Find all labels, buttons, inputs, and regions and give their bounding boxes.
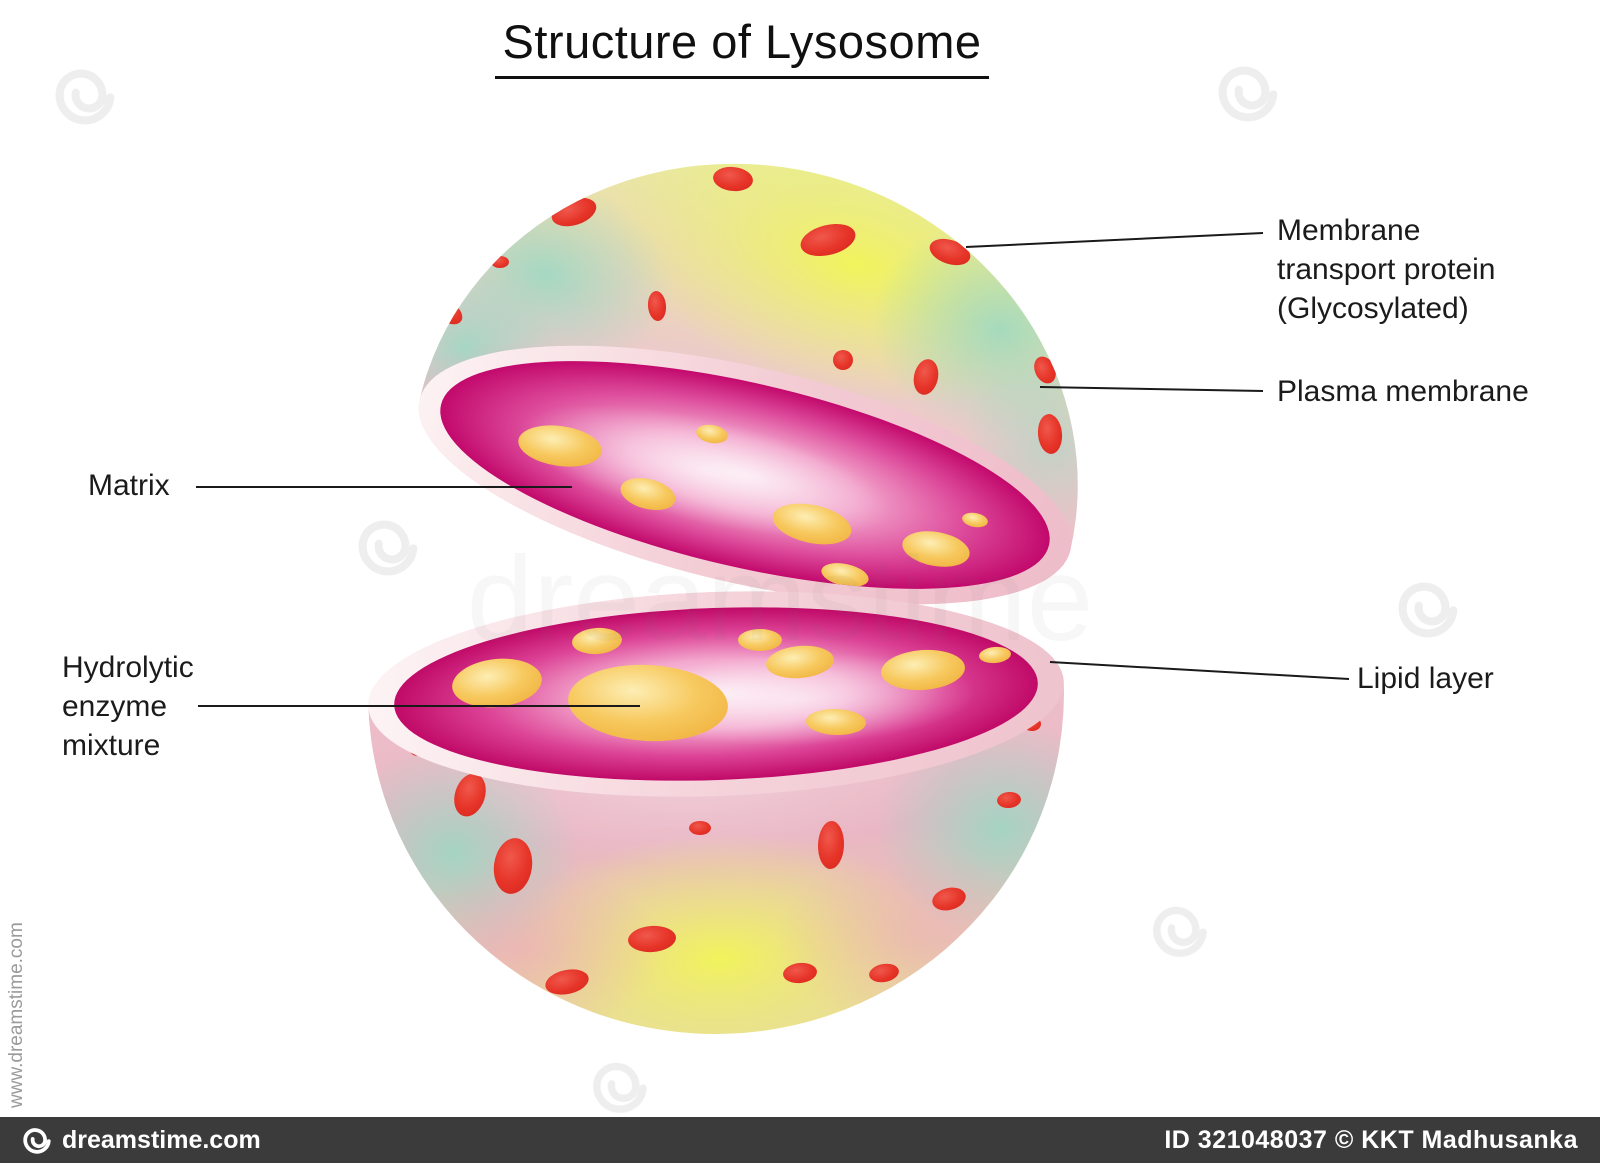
enzyme-blob <box>620 477 676 511</box>
brand-text: dreamstime.com <box>62 1125 261 1154</box>
protein-blob <box>713 166 753 192</box>
enzyme-blob <box>979 646 1011 664</box>
enzyme-blob-labeled <box>568 664 728 742</box>
membrane-proteins-upper <box>433 166 1063 454</box>
label-membrane-transport-protein: Membrane transport protein (Glycosylated… <box>1277 211 1495 328</box>
protein-blob <box>491 256 509 268</box>
label-hydrolytic-enzyme-mixture: Hydrolytic enzyme mixture <box>62 648 194 765</box>
enzyme-blob <box>772 503 852 545</box>
enzyme-blob <box>738 629 782 651</box>
enzyme-blob <box>766 645 834 679</box>
protein-blob <box>545 969 589 995</box>
stock-id-text: ID 321048037 © KKT Madhusanka <box>1164 1125 1578 1154</box>
protein-blob <box>454 773 486 817</box>
dreamstime-spiral-icon <box>60 74 111 121</box>
label-matrix: Matrix <box>88 469 170 502</box>
enzyme-blob <box>806 708 866 736</box>
dreamstime-spiral-icon <box>1157 910 1203 953</box>
protein-blob <box>869 963 899 983</box>
protein-blob <box>628 925 676 953</box>
leader-membrane-transport-protein <box>965 232 1264 248</box>
page-title: Structure of Lysosome <box>494 14 990 79</box>
title-wrap: Structure of Lysosome <box>0 14 1484 79</box>
label-lipid-layer: Lipid layer <box>1357 662 1494 695</box>
enzyme-blob <box>881 649 965 691</box>
brand-logo: dreamstime.com <box>22 1125 261 1155</box>
leader-lipid-layer <box>1049 661 1350 680</box>
protein-blob <box>932 887 966 911</box>
label-plasma-membrane: Plasma membrane <box>1277 375 1529 408</box>
protein-blob <box>689 821 711 835</box>
enzyme-blob <box>572 627 622 655</box>
enzymes-lower <box>452 627 1011 742</box>
dreamstime-spiral-icon <box>23 1128 51 1154</box>
protein-blob <box>833 350 853 370</box>
label-text-line: Membrane <box>1277 214 1421 247</box>
dreamstime-spiral-icon <box>363 525 414 572</box>
dreamstime-spiral-icon <box>597 1066 643 1109</box>
label-text-line: Hydrolytic <box>62 651 194 684</box>
enzyme-blob <box>452 658 542 708</box>
enzyme-blob <box>696 424 728 444</box>
enzyme-blob <box>902 531 970 567</box>
protein-blob <box>1037 414 1063 454</box>
label-text-line: enzyme <box>62 690 168 723</box>
protein-blob <box>647 291 667 321</box>
watermark-center-text: dreamstime <box>467 532 1094 666</box>
protein-blob <box>493 838 533 894</box>
protein-blob-labeled <box>929 238 971 266</box>
watermark-bar: dreamstime.com ID 321048037 © KKT Madhus… <box>0 1117 1600 1163</box>
leader-plasma-membrane <box>1039 386 1264 392</box>
enzyme-blob <box>518 425 602 467</box>
protein-blob <box>783 962 817 984</box>
protein-blob <box>817 821 845 869</box>
dreamstime-spiral-icon <box>1403 587 1454 634</box>
enzyme-blob <box>962 512 988 528</box>
label-text-line: (Glycosylated) <box>1277 292 1469 325</box>
protein-blob <box>913 359 939 395</box>
protein-blob <box>800 223 856 257</box>
protein-blob <box>997 791 1021 809</box>
label-text-line: transport protein <box>1277 253 1496 286</box>
label-text-line: mixture <box>62 729 161 762</box>
protein-blob <box>1034 356 1056 384</box>
enzyme-blob <box>821 563 869 587</box>
enzymes-upper <box>518 424 988 587</box>
watermark-vertical-text: www.dreamstime.com <box>6 922 27 1109</box>
leader-lines <box>196 232 1350 707</box>
